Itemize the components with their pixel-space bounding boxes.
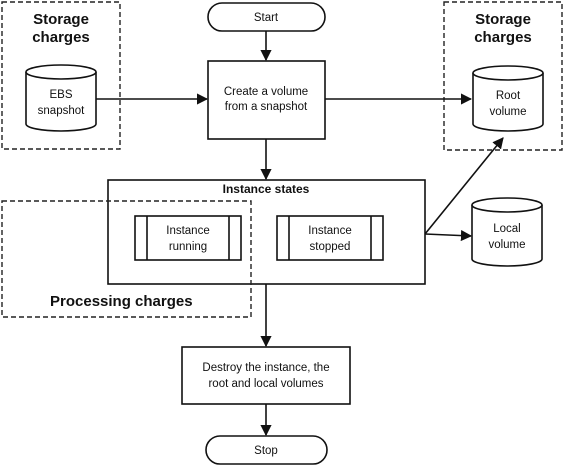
create-volume-label-1: Create a volume [224, 86, 308, 98]
storage-charges-right-label-2: charges [474, 29, 532, 46]
ebs-snapshot-cylinder [25, 64, 97, 132]
arrow-states-to-root-volume [424, 137, 504, 235]
processing-charges-label: Processing charges [50, 293, 193, 310]
instance-stopped-label-1: Instance [308, 225, 351, 237]
create-volume-node [207, 60, 326, 140]
ebs-snapshot-label-1: EBS [49, 89, 72, 101]
destroy-node [181, 346, 351, 405]
storage-charges-right-region [443, 1, 563, 151]
arrow-states-to-local-volume [424, 229, 473, 242]
storage-charges-left-label-1: Storage [33, 11, 89, 28]
start-label: Start [254, 12, 279, 24]
processing-charges-region [1, 200, 252, 318]
create-volume-label-2: from a snapshot [225, 101, 308, 113]
root-volume-label-2: volume [489, 106, 526, 118]
local-volume-label-2: volume [488, 239, 525, 251]
storage-charges-right-label-1: Storage [475, 11, 531, 28]
root-volume-cylinder [472, 65, 544, 132]
root-volume-label-1: Root [496, 90, 521, 102]
ebs-snapshot-label-2: snapshot [38, 105, 85, 117]
instance-running-label-2: running [169, 241, 207, 253]
instance-running-node [134, 215, 242, 261]
storage-charges-left-region [1, 1, 121, 150]
destroy-label-2: root and local volumes [208, 378, 323, 390]
storage-charges-left-label-2: charges [32, 29, 90, 46]
instance-stopped-label-2: stopped [310, 241, 351, 253]
instance-running-label-1: Instance [166, 225, 209, 237]
instance-states-title: Instance states [223, 182, 310, 196]
instance-stopped-node [276, 215, 384, 261]
stop-label: Stop [254, 445, 278, 457]
local-volume-label-1: Local [493, 223, 521, 235]
destroy-label-1: Destroy the instance, the [202, 362, 329, 374]
local-volume-cylinder [471, 197, 543, 267]
